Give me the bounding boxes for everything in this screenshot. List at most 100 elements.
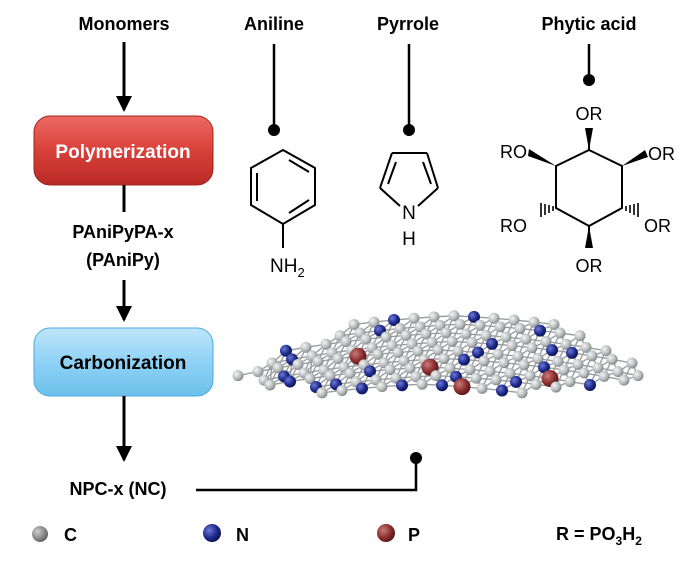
nitrogen-atom [364, 365, 376, 378]
carbon-atom [420, 328, 432, 340]
aniline-nh2: NH2 [270, 256, 305, 280]
carbon-atom [572, 358, 584, 370]
header-aniline: Aniline [244, 14, 304, 34]
carbon-atom [532, 353, 544, 365]
nitrogen-atom [538, 361, 550, 374]
doped-carbon-sheet [232, 310, 644, 399]
nitrogen-atom [496, 384, 508, 397]
legend-phosphorus-label: P [408, 525, 420, 545]
nitrogen-atom [436, 379, 448, 392]
nitrogen-atom [546, 344, 558, 357]
carbon-atom [410, 371, 422, 383]
carbon-atom [434, 319, 446, 331]
carbon-atom [490, 374, 502, 386]
carbon-atom [632, 370, 644, 382]
arrowhead-2 [116, 306, 132, 322]
carbon-atom [560, 338, 572, 350]
nitrogen-atom [534, 324, 546, 337]
carbon-atom [516, 387, 528, 399]
aniline-structure [250, 148, 316, 248]
nitrogen-atom [486, 337, 498, 350]
carbon-atom [488, 312, 500, 324]
carbon-atom [526, 342, 538, 354]
carbon-atom [600, 345, 612, 357]
arrowhead-3 [116, 446, 132, 462]
carbon-atom [392, 346, 404, 358]
polymer-name-line2: (PAniPy) [86, 250, 160, 270]
phytic-or-bottom: OR [576, 256, 603, 276]
carbon-atom [448, 310, 460, 322]
carbon-atom [520, 333, 532, 345]
carbon-atom [428, 311, 440, 323]
carbon-atom [586, 350, 598, 362]
carbon-atom [492, 348, 504, 360]
carbon-atom [554, 327, 566, 339]
carbon-atom [612, 366, 624, 378]
header-phytic-acid: Phytic acid [541, 14, 636, 34]
legend-carbon-label: C [64, 525, 77, 545]
carbon-atom [264, 379, 276, 391]
product-label: NPC-x (NC) [70, 479, 167, 499]
carbon-atom [484, 365, 496, 377]
carbon-atom [626, 357, 638, 369]
carbon-atom [606, 353, 618, 365]
carbon-atom [470, 372, 482, 384]
phytic-wedge-top [585, 128, 593, 150]
carbon-atom [580, 341, 592, 353]
carbon-atom [316, 387, 328, 399]
nitrogen-atom [458, 353, 470, 366]
carbon-atom [444, 362, 456, 374]
carbon-atom [368, 316, 380, 328]
pyrrole-n: N [402, 203, 416, 224]
carbon-atom [618, 374, 630, 386]
carbon-atom [498, 357, 510, 369]
carbon-atom [232, 370, 244, 382]
carbon-atom [384, 364, 396, 376]
carbon-atom [466, 337, 478, 349]
carbon-atom [412, 345, 424, 357]
carbon-atom [528, 316, 540, 328]
carbon-atom [408, 312, 420, 324]
header-pyrrole: Pyrrole [377, 14, 439, 34]
carbon-atom [508, 314, 520, 326]
pyrrole-h: H [402, 229, 416, 250]
carbon-atom [430, 370, 442, 382]
carbon-atom [592, 362, 604, 374]
arrowhead-1 [116, 96, 132, 112]
carbon-atom [514, 323, 526, 335]
legend-r-definition: R = PO3H2 [556, 524, 642, 548]
aniline-connector-dot [268, 124, 280, 136]
nitrogen-atom [566, 346, 578, 359]
carbon-atom [552, 355, 564, 367]
phytic-connector-dot [583, 74, 595, 86]
carbon-atom [548, 318, 560, 330]
carbon-atom [332, 353, 344, 365]
phytic-or-right-top: OR [648, 144, 675, 164]
carbon-atom [292, 358, 304, 370]
nitrogen-atom [468, 310, 480, 323]
carbon-atom [460, 328, 472, 340]
legend-carbon-sphere [32, 526, 48, 542]
polymer-name-line1: PAniPyPA-x [72, 222, 173, 242]
carbon-atom [344, 367, 356, 379]
phytic-hash-right-bottom [625, 203, 639, 217]
carbon-atom [512, 350, 524, 362]
legend-nitrogen-sphere [203, 524, 221, 542]
carbon-atom [404, 362, 416, 374]
carbon-atom [564, 376, 576, 388]
carbon-atom [540, 336, 552, 348]
carbon-atom [578, 367, 590, 379]
phytic-wedge-right-top [622, 150, 648, 166]
carbon-atom [300, 341, 312, 353]
carbon-atom [446, 335, 458, 347]
phytic-or-right-bottom: OR [644, 216, 671, 236]
phytic-ro-left-top: RO [500, 142, 527, 162]
carbon-atom [272, 362, 284, 374]
carbon-atom [304, 373, 316, 384]
carbon-atom [550, 381, 562, 393]
carbon-atom [500, 331, 512, 343]
pyrrole-connector-dot [403, 124, 415, 136]
carbon-atom [360, 333, 372, 345]
